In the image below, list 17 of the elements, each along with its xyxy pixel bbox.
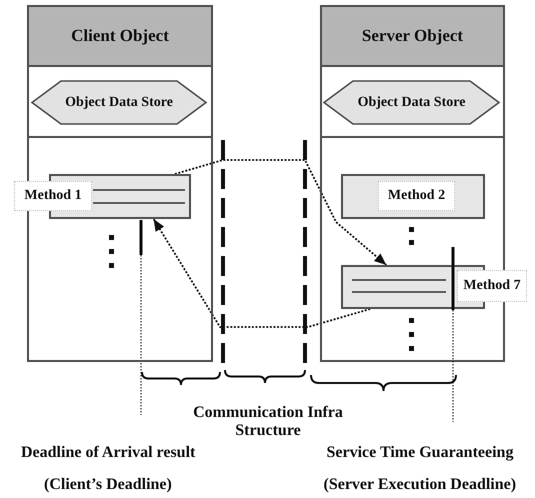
deadline-caption: Service Time Guaranteeing xyxy=(326,444,514,462)
data-store-hexagon xyxy=(31,80,207,125)
store-label: Object Data Store xyxy=(65,94,173,110)
column-header: Client Object xyxy=(29,7,211,67)
store-label: Object Data Store xyxy=(358,94,466,110)
method-label: Method 7 xyxy=(457,270,527,302)
method-label: Method 2 xyxy=(378,181,455,211)
data-store-hexagon xyxy=(323,80,500,125)
dotted-arrow xyxy=(174,159,387,266)
column-header: Server Object xyxy=(322,7,503,67)
method-box xyxy=(341,174,485,219)
dotted-arrow xyxy=(152,218,370,328)
deadline-caption: (Server Execution Deadline) xyxy=(324,476,516,494)
deadline-caption: (Client’s Deadline) xyxy=(44,476,172,494)
infrastructure-caption: Communication Infra Structure xyxy=(192,404,344,440)
method-label: Method 1 xyxy=(14,181,92,211)
deadline-caption: Deadline of Arrival result xyxy=(21,444,196,462)
